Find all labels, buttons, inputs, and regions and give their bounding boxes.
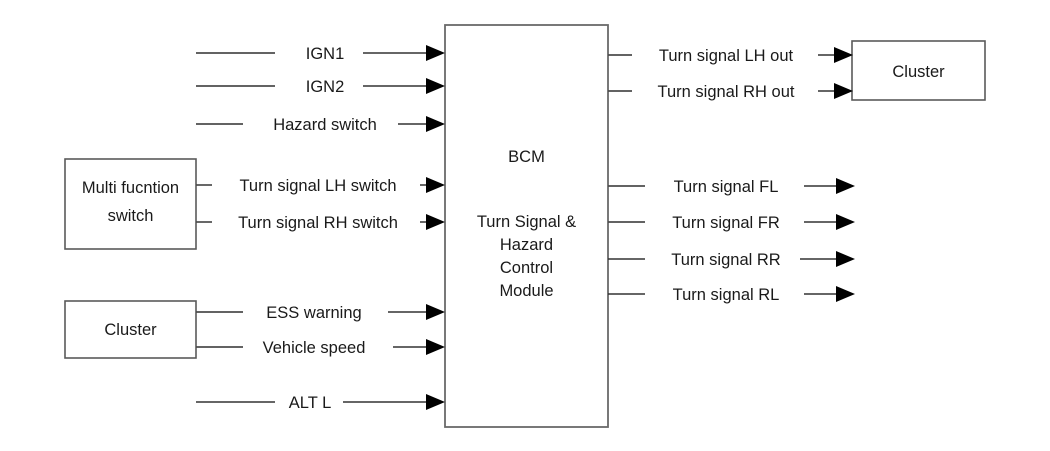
output-arrowhead-turn-signal-fl [836,178,855,194]
cluster-output-block[interactable] [851,40,986,101]
input-row-turn-signal-rh-switch: Turn signal RH switch [196,214,445,232]
multi-function-switch-label-line-2: switch [108,207,154,225]
output-row-turn-signal-fr: Turn signal FR [608,214,855,232]
input-arrowhead-hazard-switch [426,116,445,132]
input-arrowhead-vehicle-speed [426,339,445,355]
output-label-turn-signal-rr: Turn signal RR [671,251,781,269]
input-row-turn-signal-lh-switch: Turn signal LH switch [196,177,445,195]
input-row-vehicle-speed: Vehicle speed [196,339,445,357]
output-arrowhead-turn-signal-lh-out [834,47,853,63]
input-row-ign2: IGN2 [196,78,445,96]
input-label-ign2: IGN2 [306,78,345,96]
bcm-block[interactable] [444,24,609,428]
input-arrowhead-turn-signal-rh-switch [426,214,445,230]
bcm-subtitle-line-3: Control [500,259,553,277]
input-label-vehicle-speed: Vehicle speed [263,339,366,357]
input-row-alt-l: ALT L [196,394,445,412]
input-row-ign1: IGN1 [196,45,445,63]
input-arrowhead-ign2 [426,78,445,94]
cluster-input-label: Cluster [104,321,157,339]
input-label-alt-l: ALT L [289,394,332,412]
bcm-subtitle-line-2: Hazard [500,236,553,254]
bcm-subtitle-line-1: Turn Signal & [477,213,576,231]
output-label-turn-signal-fl: Turn signal FL [674,178,779,196]
bcm-subtitle-line-4: Module [499,282,553,300]
input-label-turn-signal-rh-switch: Turn signal RH switch [238,214,398,232]
output-arrowhead-turn-signal-rl [836,286,855,302]
input-row-ess-warning: ESS warning [196,304,445,322]
bcm-title: BCM [508,148,545,166]
multi-function-switch-block[interactable] [64,158,197,250]
output-arrowhead-turn-signal-fr [836,214,855,230]
output-label-turn-signal-rl: Turn signal RL [673,286,780,304]
input-label-turn-signal-lh-switch: Turn signal LH switch [239,177,396,195]
output-label-turn-signal-fr: Turn signal FR [672,214,780,232]
output-row-turn-signal-rh-out: Turn signal RH out [608,83,853,101]
input-arrowhead-turn-signal-lh-switch [426,177,445,193]
input-label-hazard-switch: Hazard switch [273,116,377,134]
multi-function-switch-label-line-1: Multi fucntion [82,179,179,197]
output-row-turn-signal-rl: Turn signal RL [608,286,855,304]
input-arrowhead-alt-l [426,394,445,410]
output-label-turn-signal-rh-out: Turn signal RH out [658,83,795,101]
output-label-turn-signal-lh-out: Turn signal LH out [659,47,794,65]
cluster-output-label: Cluster [892,63,945,81]
input-label-ess-warning: ESS warning [266,304,361,322]
input-label-ign1: IGN1 [306,45,345,63]
input-row-hazard-switch: Hazard switch [196,116,445,134]
output-row-turn-signal-rr: Turn signal RR [608,251,855,269]
input-arrowhead-ess-warning [426,304,445,320]
cluster-input-block[interactable] [64,300,197,359]
output-arrowhead-turn-signal-rr [836,251,855,267]
output-arrowhead-turn-signal-rh-out [834,83,853,99]
input-arrowhead-ign1 [426,45,445,61]
output-row-turn-signal-lh-out: Turn signal LH out [608,47,853,65]
output-row-turn-signal-fl: Turn signal FL [608,178,855,196]
